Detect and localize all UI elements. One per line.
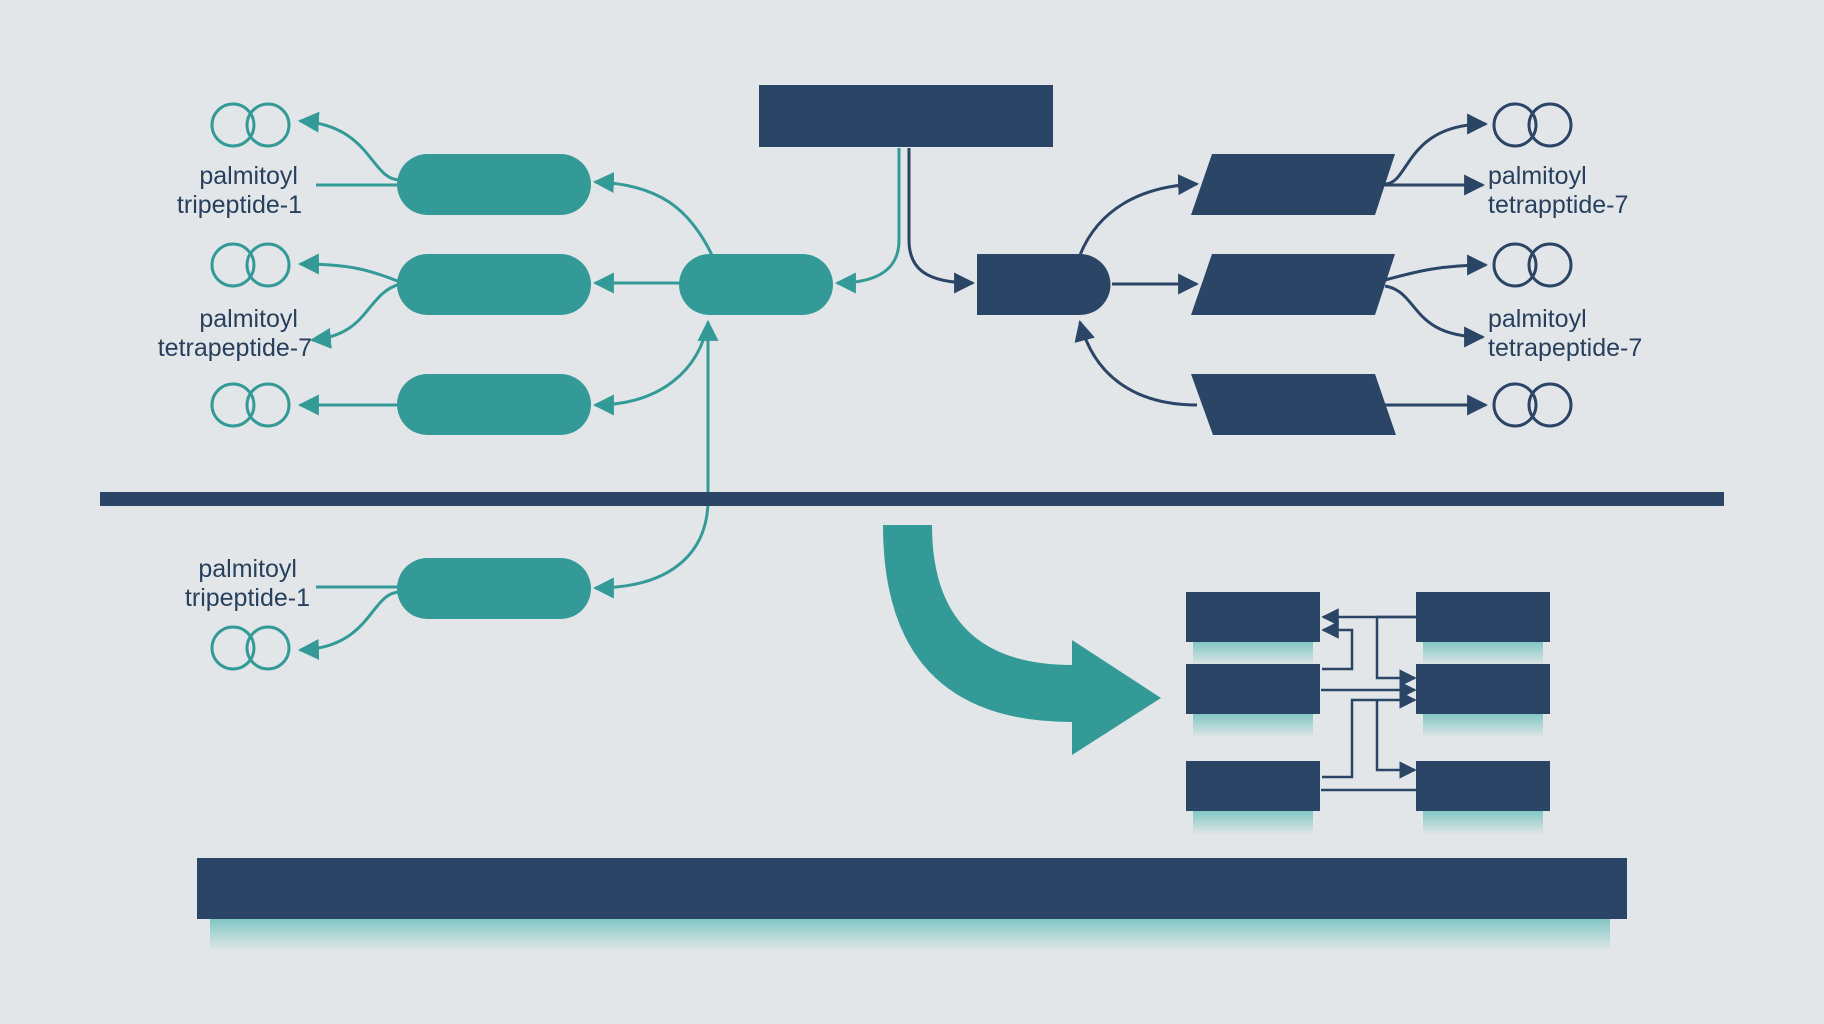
double-ring-icon: [210, 382, 291, 428]
label-left-mid-line1: palmitoyl: [199, 305, 298, 333]
top-header-bar: [759, 85, 1053, 147]
double-ring-icon: [210, 102, 291, 148]
teal-node-top: [397, 154, 591, 215]
navy-hub-node: [977, 254, 1111, 315]
double-ring-icon: [210, 625, 291, 671]
right-nodes: [977, 154, 1396, 435]
curved-arrow-icon: [883, 525, 1161, 755]
teal-hub-node: [679, 254, 833, 315]
left-nodes: [397, 154, 833, 619]
grid-block: [1416, 761, 1550, 811]
base-bar: [197, 858, 1627, 919]
teal-node-bottom: [397, 374, 591, 435]
teal-node-lower: [397, 558, 591, 619]
grid-block: [1186, 761, 1320, 811]
label-left-bottom-line2: tripeptide-1: [185, 584, 310, 612]
membrane-divider: [100, 492, 1724, 506]
label-right-top-line2: tetrapptide-7: [1488, 191, 1628, 219]
teal-node-mid: [397, 254, 591, 315]
grid-connectors: [1321, 608, 1417, 792]
grid-blocks: [1186, 592, 1550, 811]
right-receptor-icons: [1492, 102, 1573, 428]
grid-block: [1186, 664, 1320, 714]
double-ring-icon: [1492, 102, 1573, 148]
double-ring-icon: [210, 242, 291, 288]
label-right-top-line1: palmitoyl: [1488, 162, 1587, 190]
right-labels: palmitoyl tetrapptide-7 palmitoyl tetrap…: [1488, 162, 1642, 362]
label-right-mid-line2: tetrapeptide-7: [1488, 334, 1642, 362]
left-connectors: [297, 111, 901, 660]
label-left-top-line2: tripeptide-1: [177, 191, 302, 219]
navy-parallelogram-bottom: [1191, 374, 1396, 435]
grid-block: [1416, 664, 1550, 714]
left-labels: palmitoyl tripeptide-1 palmitoyl tetrape…: [158, 162, 312, 612]
right-connectors: [907, 113, 1489, 416]
grid-block: [1186, 592, 1320, 642]
grid-block: [1416, 592, 1550, 642]
left-receptor-icons: [210, 102, 291, 671]
navy-parallelogram-top: [1191, 154, 1395, 215]
label-left-top-line1: palmitoyl: [199, 162, 298, 190]
double-ring-icon: [1492, 382, 1573, 428]
navy-parallelogram-mid: [1191, 254, 1395, 315]
label-left-mid-line2: tetrapeptide-7: [158, 334, 312, 362]
label-left-bottom-line1: palmitoyl: [198, 555, 297, 583]
label-right-mid-line1: palmitoyl: [1488, 305, 1587, 333]
double-ring-icon: [1492, 242, 1573, 288]
block-glows: [210, 642, 1610, 951]
